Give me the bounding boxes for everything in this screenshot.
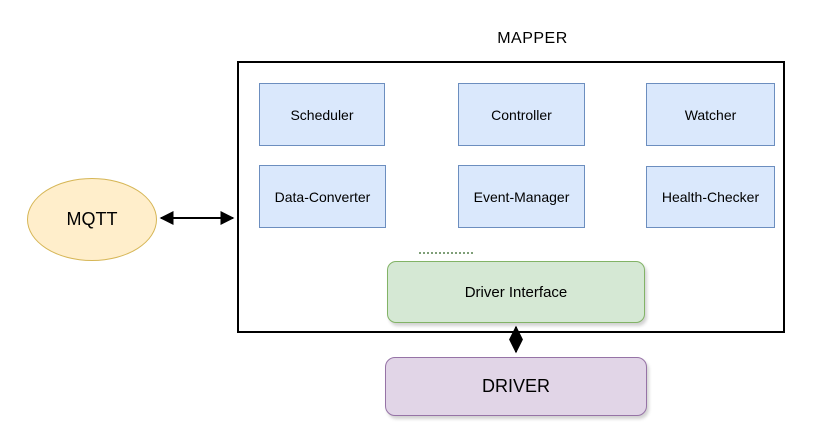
node-driver: DRIVER bbox=[385, 357, 647, 416]
node-data-converter: Data-Converter bbox=[259, 165, 386, 228]
node-health-checker: Health-Checker bbox=[646, 166, 775, 228]
node-driver-interface: Driver Interface bbox=[387, 261, 645, 323]
node-mqtt: MQTT bbox=[27, 178, 157, 261]
node-event-manager: Event-Manager bbox=[458, 165, 585, 228]
node-watcher: Watcher bbox=[646, 83, 775, 146]
node-controller: Controller bbox=[458, 83, 585, 146]
node-scheduler: Scheduler bbox=[259, 83, 385, 146]
dotted-line-artifact bbox=[419, 252, 473, 254]
mapper-title: MAPPER bbox=[497, 30, 568, 47]
